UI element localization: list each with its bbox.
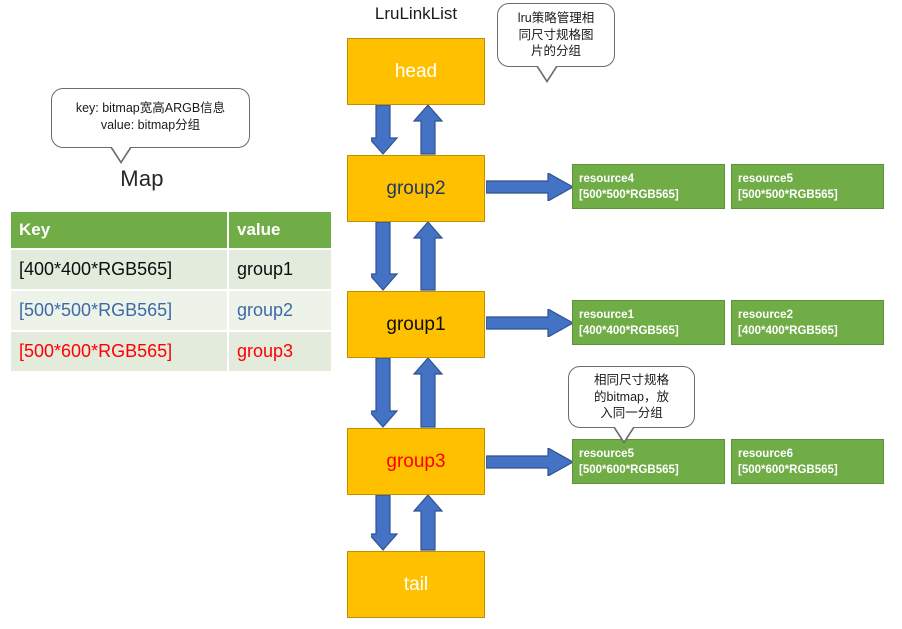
resource-spec: [400*400*RGB565] [738, 325, 838, 338]
resource-box[interactable]: resource5 [500*600*RGB565] [572, 439, 725, 484]
lru-strategy-callout-bubble: lru策略管理相 同尺寸规格图 片的分组 [497, 3, 615, 83]
table-cell-key: [400*400*RGB565] [9, 248, 229, 291]
list-node-head[interactable]: head [347, 38, 485, 105]
table-cell-key: [500*600*RGB565] [9, 330, 229, 373]
table-header-value: value [227, 210, 333, 250]
arrow-up-icon [412, 358, 444, 428]
arrow-down-icon [371, 105, 399, 155]
resource-spec: [500*600*RGB565] [738, 464, 838, 477]
linked-list-title: LruLinkList [374, 4, 458, 23]
resource-name: resource1 [579, 309, 634, 321]
arrow-up-icon [412, 495, 444, 551]
callout-tail-fill [110, 144, 132, 161]
table-row: [400*400*RGB565] group1 [9, 248, 333, 291]
resource-spec: [400*400*RGB565] [579, 325, 679, 338]
table-cell-value: group1 [227, 248, 333, 291]
arrow-up-icon [412, 105, 444, 155]
arrow-group3-to-resources [486, 448, 574, 476]
arrow-group2-to-resources [486, 173, 574, 201]
same-size-callout-bubble: 相同尺寸规格 的bitmap，放 入同一分组 [568, 366, 695, 444]
arrow-down-icon [371, 495, 399, 551]
table-row: [500*600*RGB565] group3 [9, 330, 333, 373]
table-header-key: Key [9, 210, 229, 250]
resource-spec: [500*500*RGB565] [738, 189, 838, 202]
resource-spec: [500*500*RGB565] [579, 189, 679, 202]
list-node-label: tail [403, 573, 429, 595]
list-node-tail[interactable]: tail [347, 551, 485, 618]
table-row: [500*500*RGB565] group2 [9, 289, 333, 332]
list-node-label: head [394, 60, 438, 82]
arrow-down-icon [371, 222, 399, 291]
list-node-group2[interactable]: group2 [347, 155, 485, 222]
resource-box[interactable]: resource2 [400*400*RGB565] [731, 300, 884, 345]
resource-box[interactable]: resource6 [500*600*RGB565] [731, 439, 884, 484]
list-node-group1[interactable]: group1 [347, 291, 485, 358]
arrow-right-icon [486, 173, 574, 201]
resource-name: resource5 [738, 173, 793, 185]
map-table: Key value [400*400*RGB565] group1 [500*5… [9, 210, 333, 373]
lru-strategy-callout-text: lru策略管理相 同尺寸规格图 片的分组 [517, 11, 595, 58]
same-size-callout-text: 相同尺寸规格 的bitmap，放 入同一分组 [593, 373, 670, 420]
table-cell-value: group3 [227, 330, 333, 373]
list-node-group3[interactable]: group3 [347, 428, 485, 495]
list-node-label: group1 [386, 313, 446, 335]
arrow-right-icon [486, 448, 574, 476]
map-callout-bubble: key: bitmap宽高ARGB信息 value: bitmap分组 [51, 88, 250, 164]
arrow-pair-group3-tail [371, 495, 461, 551]
resource-box[interactable]: resource5 [500*500*RGB565] [731, 164, 884, 209]
arrow-pair-group2-group1 [371, 222, 461, 291]
table-cell-value: group2 [227, 289, 333, 332]
arrow-pair-group1-group3 [371, 358, 461, 428]
resource-name: resource2 [738, 309, 793, 321]
resource-box[interactable]: resource4 [500*500*RGB565] [572, 164, 725, 209]
list-node-label: group2 [386, 177, 446, 199]
list-node-label: group3 [386, 450, 446, 472]
map-label: Map [120, 166, 164, 191]
resource-name: resource5 [579, 448, 634, 460]
table-cell-key: [500*500*RGB565] [9, 289, 229, 332]
arrow-up-icon [412, 222, 444, 291]
arrow-pair-head-group2 [371, 105, 461, 155]
arrow-group1-to-resources [486, 309, 574, 337]
resource-spec: [500*600*RGB565] [579, 464, 679, 477]
resource-name: resource6 [738, 448, 793, 460]
resource-name: resource4 [579, 173, 634, 185]
arrow-right-icon [486, 309, 574, 337]
callout-tail-fill [613, 424, 635, 441]
map-callout-text: key: bitmap宽高ARGB信息 value: bitmap分组 [75, 101, 226, 132]
arrow-down-icon [371, 358, 399, 428]
callout-tail-fill [536, 63, 558, 80]
resource-box[interactable]: resource1 [400*400*RGB565] [572, 300, 725, 345]
table-header-row: Key value [9, 210, 333, 250]
